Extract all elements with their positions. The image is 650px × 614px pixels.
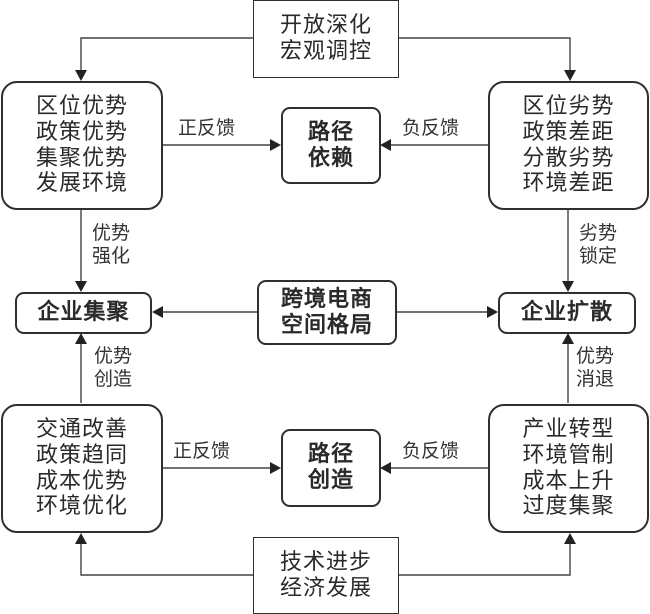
factor-line: 区位劣势 bbox=[522, 93, 615, 119]
bottom-driver-line: 经济发展 bbox=[279, 575, 372, 601]
arrowhead bbox=[75, 281, 87, 292]
advantage-create-label: 优势 创造 bbox=[94, 345, 132, 391]
arrowhead bbox=[562, 333, 574, 344]
bottom-negative-feedback-label: 负反馈 bbox=[402, 440, 460, 462]
factor-line: 过度集聚 bbox=[522, 494, 615, 520]
arrowhead bbox=[270, 462, 281, 474]
disadvantage-lock-label: 劣势 锁定 bbox=[579, 222, 617, 268]
path-creation-line: 路径 bbox=[307, 442, 354, 468]
bottom-left-factors-box: 交通改善 政策趋同 成本优势 环境优化 bbox=[1, 404, 163, 533]
factor-line: 成本优势 bbox=[35, 468, 128, 494]
path-dependence-box: 路径 依赖 bbox=[281, 107, 381, 184]
top-right-factors-box: 区位劣势 政策差距 分散劣势 环境差距 bbox=[488, 81, 649, 210]
arrowhead bbox=[75, 533, 87, 544]
factor-line: 环境优化 bbox=[35, 494, 128, 520]
bottom-right-factors-box: 产业转型 环境管制 成本上升 过度集聚 bbox=[488, 404, 649, 533]
enterprise-diffusion-label: 企业扩散 bbox=[520, 300, 613, 326]
arrowhead bbox=[380, 462, 391, 474]
arrowhead bbox=[270, 139, 281, 151]
arrowhead bbox=[562, 281, 574, 292]
factor-line: 区位优势 bbox=[35, 93, 128, 119]
label-line: 消退 bbox=[576, 367, 615, 390]
top-driver-line: 宏观调控 bbox=[279, 39, 372, 64]
center-line: 空间格局 bbox=[280, 312, 373, 338]
label-line: 优势 bbox=[92, 222, 131, 244]
top-left-factors-box: 区位优势 政策优势 集聚优势 发展环境 bbox=[1, 81, 163, 210]
enterprise-agglomeration-box: 企业集聚 bbox=[15, 292, 152, 334]
arrowhead bbox=[75, 70, 87, 81]
top-negative-feedback-label: 负反馈 bbox=[402, 117, 460, 139]
path-creation-line: 创造 bbox=[307, 468, 354, 493]
label-line: 优势 bbox=[576, 345, 615, 367]
label-line: 强化 bbox=[92, 244, 131, 267]
arrowhead bbox=[75, 333, 87, 344]
factor-line: 集聚优势 bbox=[35, 145, 128, 171]
enterprise-diffusion-box: 企业扩散 bbox=[498, 292, 636, 334]
factor-line: 发展环境 bbox=[35, 171, 128, 197]
factor-line: 分散劣势 bbox=[522, 145, 615, 171]
top-driver-box: 开放深化 宏观调控 bbox=[253, 0, 399, 78]
top-positive-feedback-label: 正反馈 bbox=[178, 117, 236, 139]
label-line: 劣势 bbox=[579, 222, 618, 244]
path-dependence-line: 路径 bbox=[307, 119, 354, 145]
arrowhead bbox=[487, 306, 498, 318]
arrowhead bbox=[564, 70, 576, 81]
center-box: 跨境电商 空间格局 bbox=[257, 280, 397, 345]
arrowhead bbox=[564, 533, 576, 544]
arrow-top-driver-to-top-right bbox=[398, 37, 571, 72]
arrow-bottom-driver-to-bottom-right bbox=[398, 542, 571, 576]
advantage-strengthen-label: 优势 强化 bbox=[92, 222, 130, 268]
factor-line: 环境差距 bbox=[522, 171, 615, 197]
factor-line: 政策优势 bbox=[35, 119, 128, 145]
bottom-driver-box: 技术进步 经济发展 bbox=[253, 537, 399, 614]
top-driver-line: 开放深化 bbox=[279, 13, 372, 39]
arrowhead bbox=[152, 306, 163, 318]
label-line: 优势 bbox=[94, 345, 133, 367]
enterprise-agglomeration-label: 企业集聚 bbox=[37, 300, 130, 326]
arrow-bottom-driver-to-bottom-left bbox=[80, 542, 253, 576]
path-dependence-line: 依赖 bbox=[307, 145, 354, 171]
center-line: 跨境电商 bbox=[280, 286, 373, 312]
advantage-fade-label: 优势 消退 bbox=[576, 345, 614, 391]
factor-line: 成本上升 bbox=[522, 468, 615, 494]
path-creation-box: 路径 创造 bbox=[281, 429, 381, 507]
arrow-top-driver-to-top-left bbox=[80, 37, 253, 72]
arrowhead bbox=[380, 139, 391, 151]
bottom-positive-feedback-label: 正反馈 bbox=[173, 440, 231, 462]
label-line: 创造 bbox=[94, 367, 133, 390]
bottom-driver-line: 技术进步 bbox=[279, 549, 372, 575]
factor-line: 政策差距 bbox=[522, 119, 615, 145]
factor-line: 产业转型 bbox=[522, 416, 615, 442]
factor-line: 交通改善 bbox=[35, 416, 128, 442]
factor-line: 政策趋同 bbox=[35, 442, 128, 468]
label-line: 锁定 bbox=[579, 244, 618, 267]
factor-line: 环境管制 bbox=[522, 442, 615, 468]
